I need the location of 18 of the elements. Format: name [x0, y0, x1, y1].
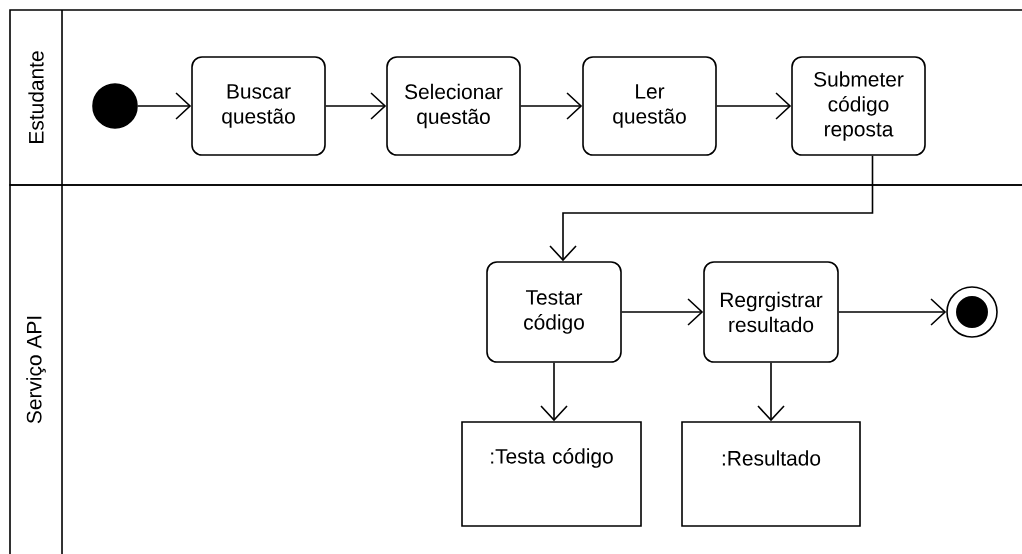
arrow — [838, 298, 947, 326]
action-box: Buscar questão — [191, 56, 326, 156]
arrow — [520, 92, 583, 120]
arrow — [621, 298, 704, 326]
start-node — [92, 83, 138, 129]
action-box: Selecionar questão — [386, 56, 521, 156]
arrow — [549, 155, 874, 262]
action-box: Regrgistrar resultado — [703, 261, 839, 363]
action-box: Ler questão — [582, 56, 717, 156]
end-node — [946, 286, 998, 338]
arrow — [757, 362, 785, 422]
object-box: :Resultado — [681, 421, 861, 527]
arrow — [716, 92, 792, 120]
object-box: :Testa código — [461, 421, 642, 527]
action-box: Submeter código reposta — [791, 56, 926, 156]
arrow — [540, 362, 568, 422]
arrow — [325, 92, 387, 120]
action-box: Testar código — [486, 261, 622, 363]
